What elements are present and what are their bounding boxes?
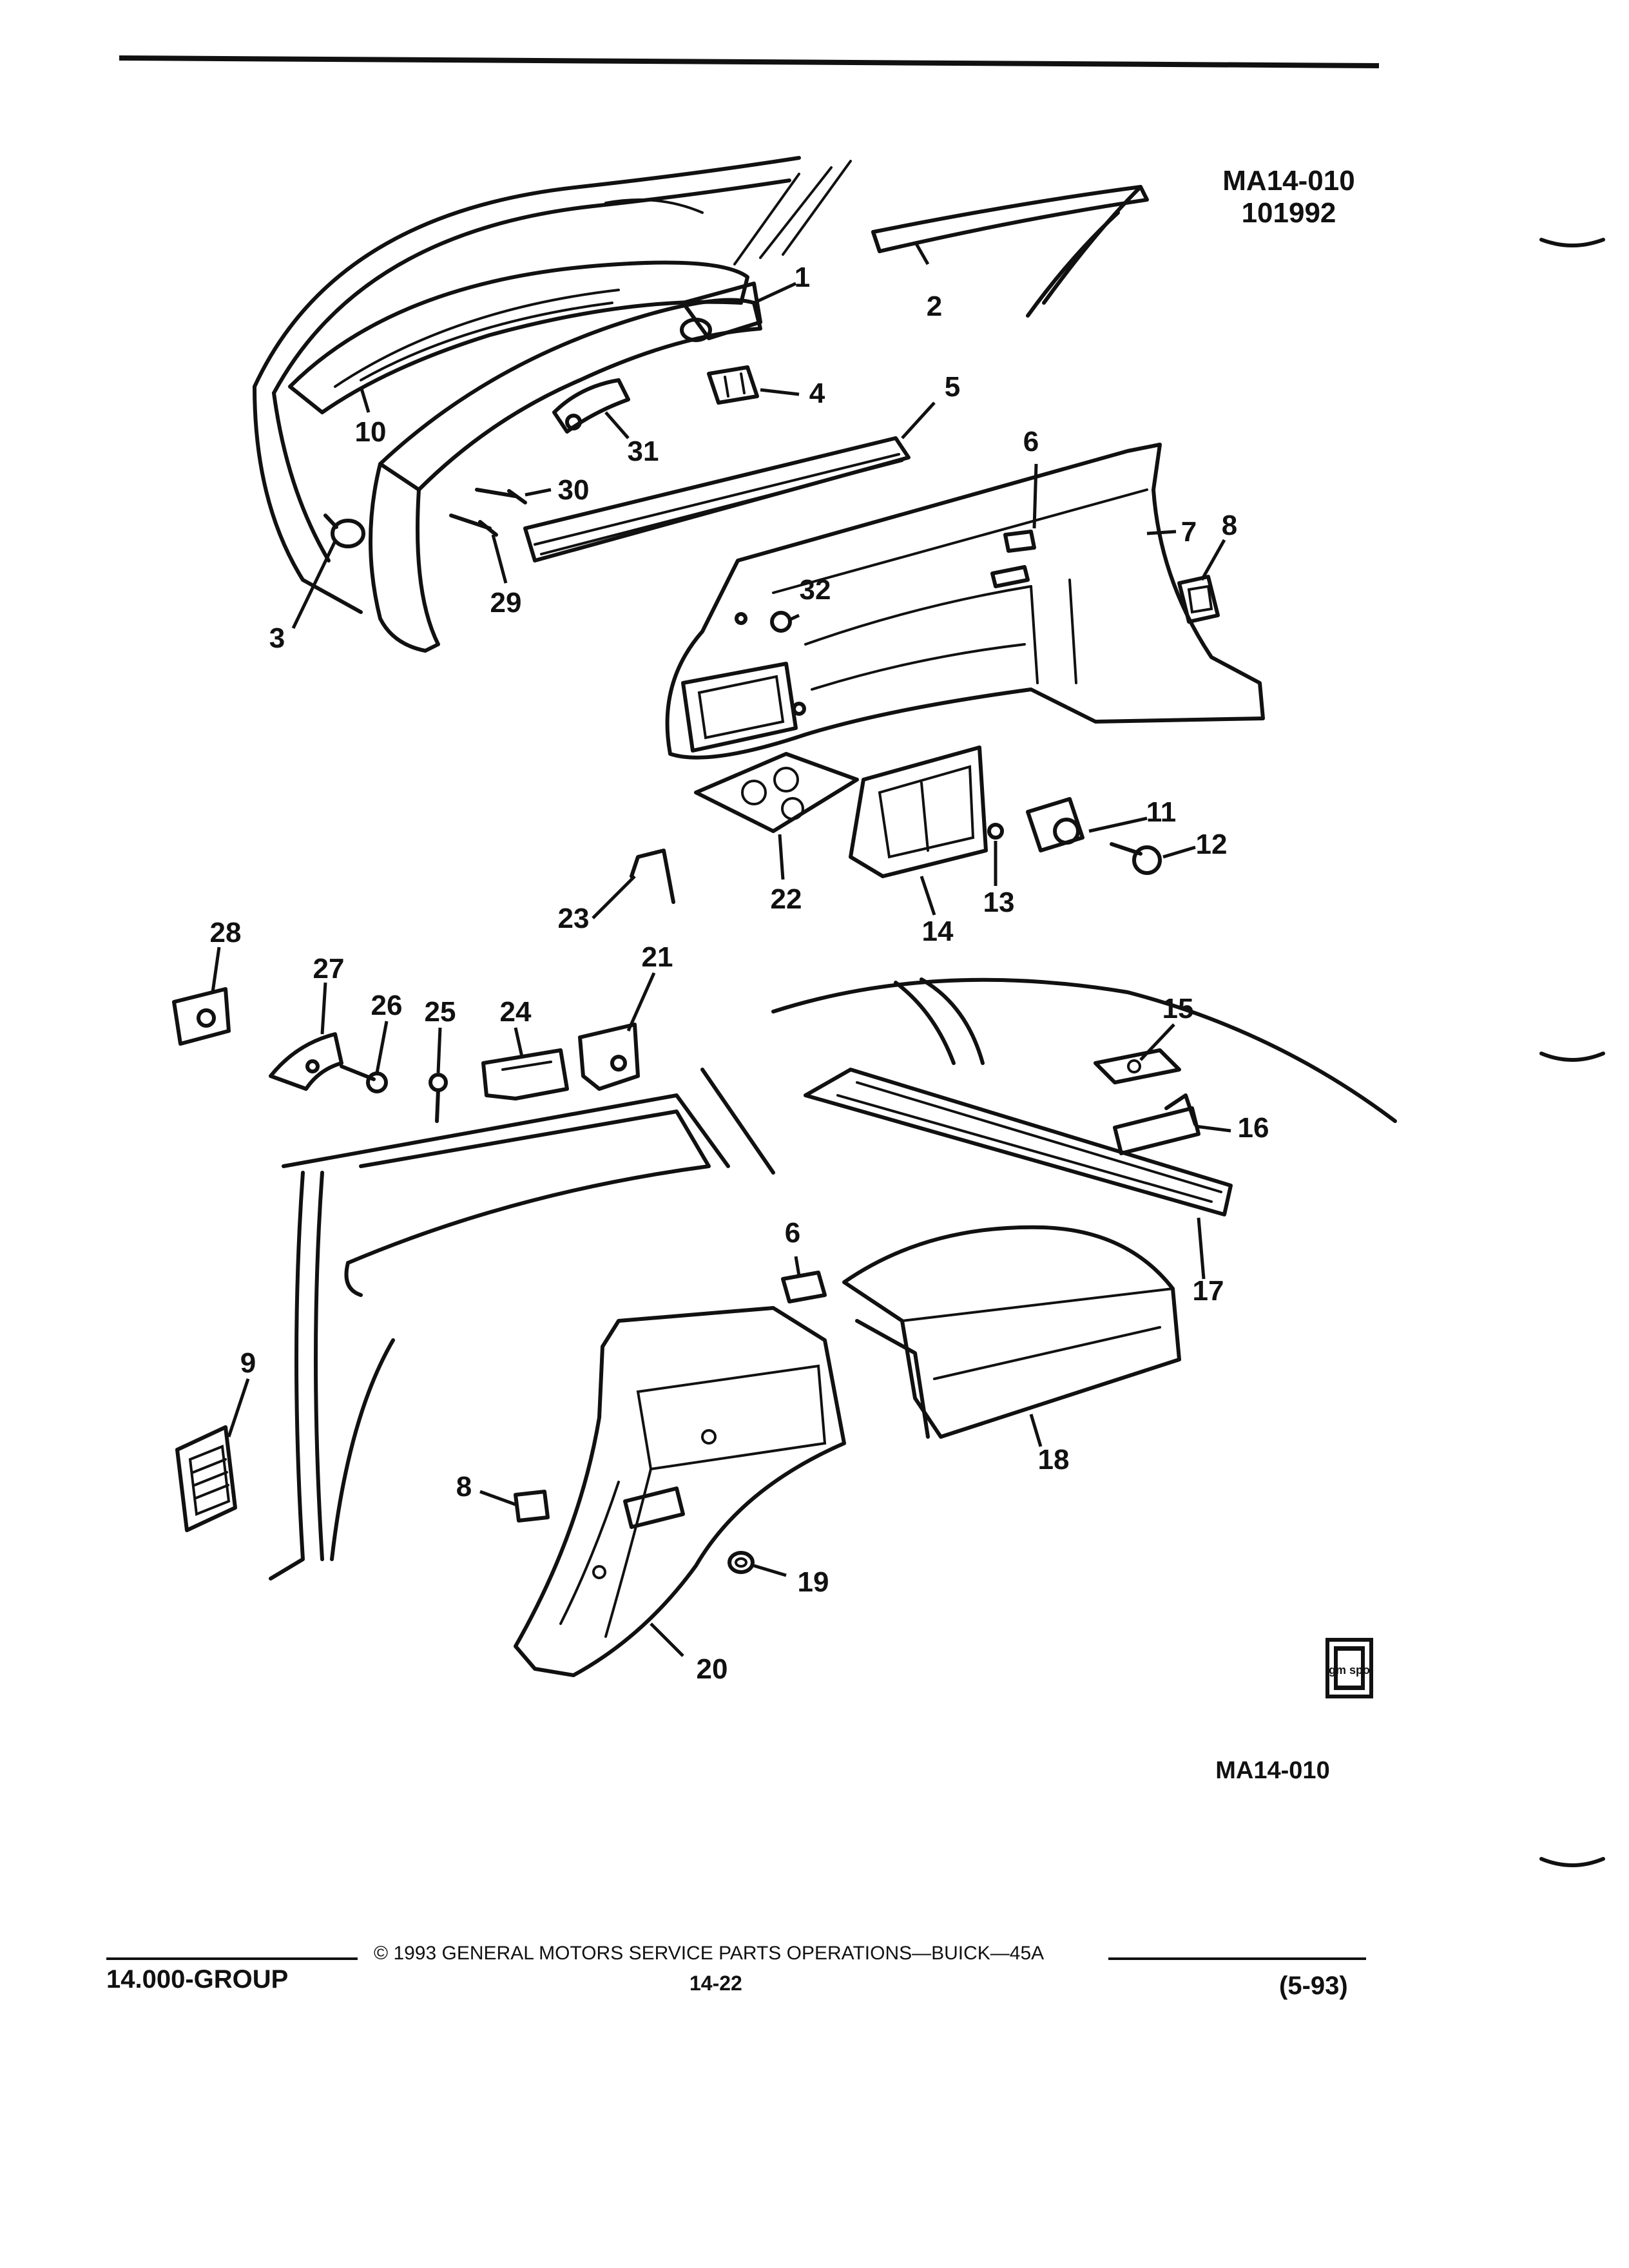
part-6-clip-lower [781,1271,827,1303]
footer-group: 14.000-GROUP [106,1965,289,1994]
part-28-retainer [172,987,231,1046]
callout-21: 21 [642,941,673,973]
gm-spo-badge: gm spo [1325,1638,1373,1698]
part-29-30-screws [449,488,527,537]
callout-32: 32 [800,574,831,606]
callout-8: 8 [1222,510,1237,541]
margin-mark [1539,1857,1605,1867]
callout-6: 6 [1023,426,1039,457]
figure-code-footer: MA14-010 [1215,1757,1329,1784]
header-date-code: 101992 [1242,197,1336,229]
part-17-sill-plate [804,1068,1233,1216]
callouts: 1 2 3 4 5 6 6 7 8 8 9 10 11 12 13 14 15 … [210,262,1269,1685]
footer-copyright: © 1993 GENERAL MOTORS SERVICE PARTS OPER… [374,1943,1045,1964]
part-25-screw [429,1073,448,1123]
callout-14: 14 [922,916,954,947]
callout-28: 28 [210,917,242,948]
part-24-latch [481,1048,569,1100]
svg-text:gm spo: gm spo [1329,1664,1370,1677]
header-code: MA14-010 [1222,165,1354,197]
callout-11: 11 [1146,796,1177,828]
part-2-window-trim [871,185,1149,318]
callout-9: 9 [240,1347,256,1379]
callout-18: 18 [1038,1444,1070,1475]
part-8-clip-lower [514,1490,550,1523]
callout-10: 10 [355,416,387,448]
part-20-lower-quarter-trim [514,1306,846,1677]
part-7-quarter-trim-panel [665,443,1265,760]
leader-lines [211,240,1231,1657]
part-18-wheelhouse-cover [842,1225,1181,1439]
callout-12: 12 [1196,829,1228,860]
part-5-rail [523,436,911,562]
callout-3: 3 [269,622,285,654]
body-lower-outline [269,1068,775,1581]
callout-7: 7 [1181,516,1197,548]
part-8-clip-upper [1177,575,1220,624]
callout-19: 19 [798,1566,829,1598]
roof-pillar-outline [253,156,852,614]
callout-5: 5 [945,371,960,403]
callout-16: 16 [1238,1112,1269,1144]
margin-mark [1539,238,1605,247]
part-pillar-garnish [369,378,582,653]
callout-26: 26 [371,990,403,1021]
callout-1: 1 [795,262,810,293]
callout-17: 17 [1193,1275,1224,1307]
part-11-latch [987,797,1084,852]
part-27-cover [269,1032,343,1091]
callout-4: 4 [809,378,825,409]
callout-8-lower: 8 [456,1471,472,1503]
callout-30: 30 [558,474,590,506]
part-19-grommet [728,1551,755,1574]
callout-24: 24 [500,996,532,1028]
callout-15: 15 [1162,993,1194,1024]
callout-22: 22 [771,883,802,915]
part-26-screw [340,1064,388,1093]
callout-27: 27 [313,953,345,985]
part-12-knob [1110,842,1162,875]
part-15-bracket [1094,1048,1181,1084]
callout-25: 25 [425,996,456,1028]
top-rule [119,55,1380,68]
footer-revision: (5-93) [1279,1972,1348,2000]
part-16-bracket [1113,1093,1200,1155]
part-31-bracket [552,378,630,434]
callout-23: 23 [558,903,590,934]
part-22-tray [694,752,859,833]
part-3-push-pin [323,514,365,548]
part-23-hook [630,849,675,904]
callout-2: 2 [927,291,942,322]
part-21-striker [578,1023,640,1091]
callout-20: 20 [697,1653,728,1685]
part-14-storage-bin [849,745,988,878]
callout-29: 29 [490,587,522,619]
footer-page-number: 14-22 [689,1972,742,1995]
part-10-roof-rail [288,260,749,414]
margin-mark [1539,1052,1605,1062]
callout-31: 31 [628,436,659,467]
part-4-clip [707,365,759,405]
callout-6-lower: 6 [785,1217,800,1249]
part-9-speaker-grille [175,1425,237,1532]
callout-13: 13 [983,887,1015,918]
roof-outline-right [771,977,1397,1123]
part-32-stud [735,611,792,633]
